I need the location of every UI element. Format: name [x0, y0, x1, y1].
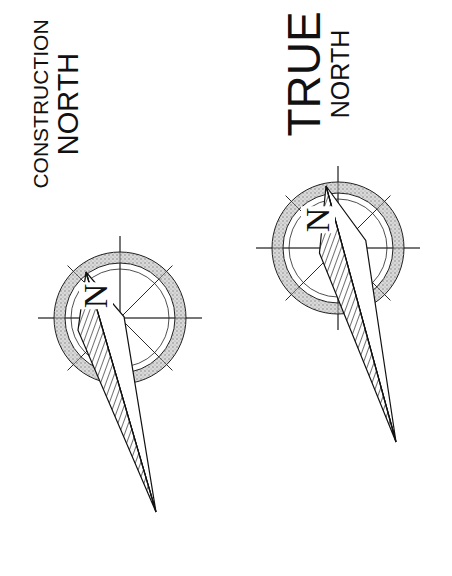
pointer-plain-half — [326, 186, 396, 442]
compass-title: TRUE — [281, 11, 327, 136]
compass-title: NORTH — [54, 53, 83, 156]
pointer-hatched-half — [78, 272, 156, 512]
compass-title: NORTH — [328, 30, 353, 118]
compass-title: CONSTRUCTION — [30, 19, 51, 188]
compass-rose — [256, 166, 420, 442]
north-letter: N — [79, 283, 113, 310]
compass-rose — [38, 236, 202, 512]
north-letter: N — [301, 207, 335, 234]
pointer-axis — [326, 186, 396, 442]
